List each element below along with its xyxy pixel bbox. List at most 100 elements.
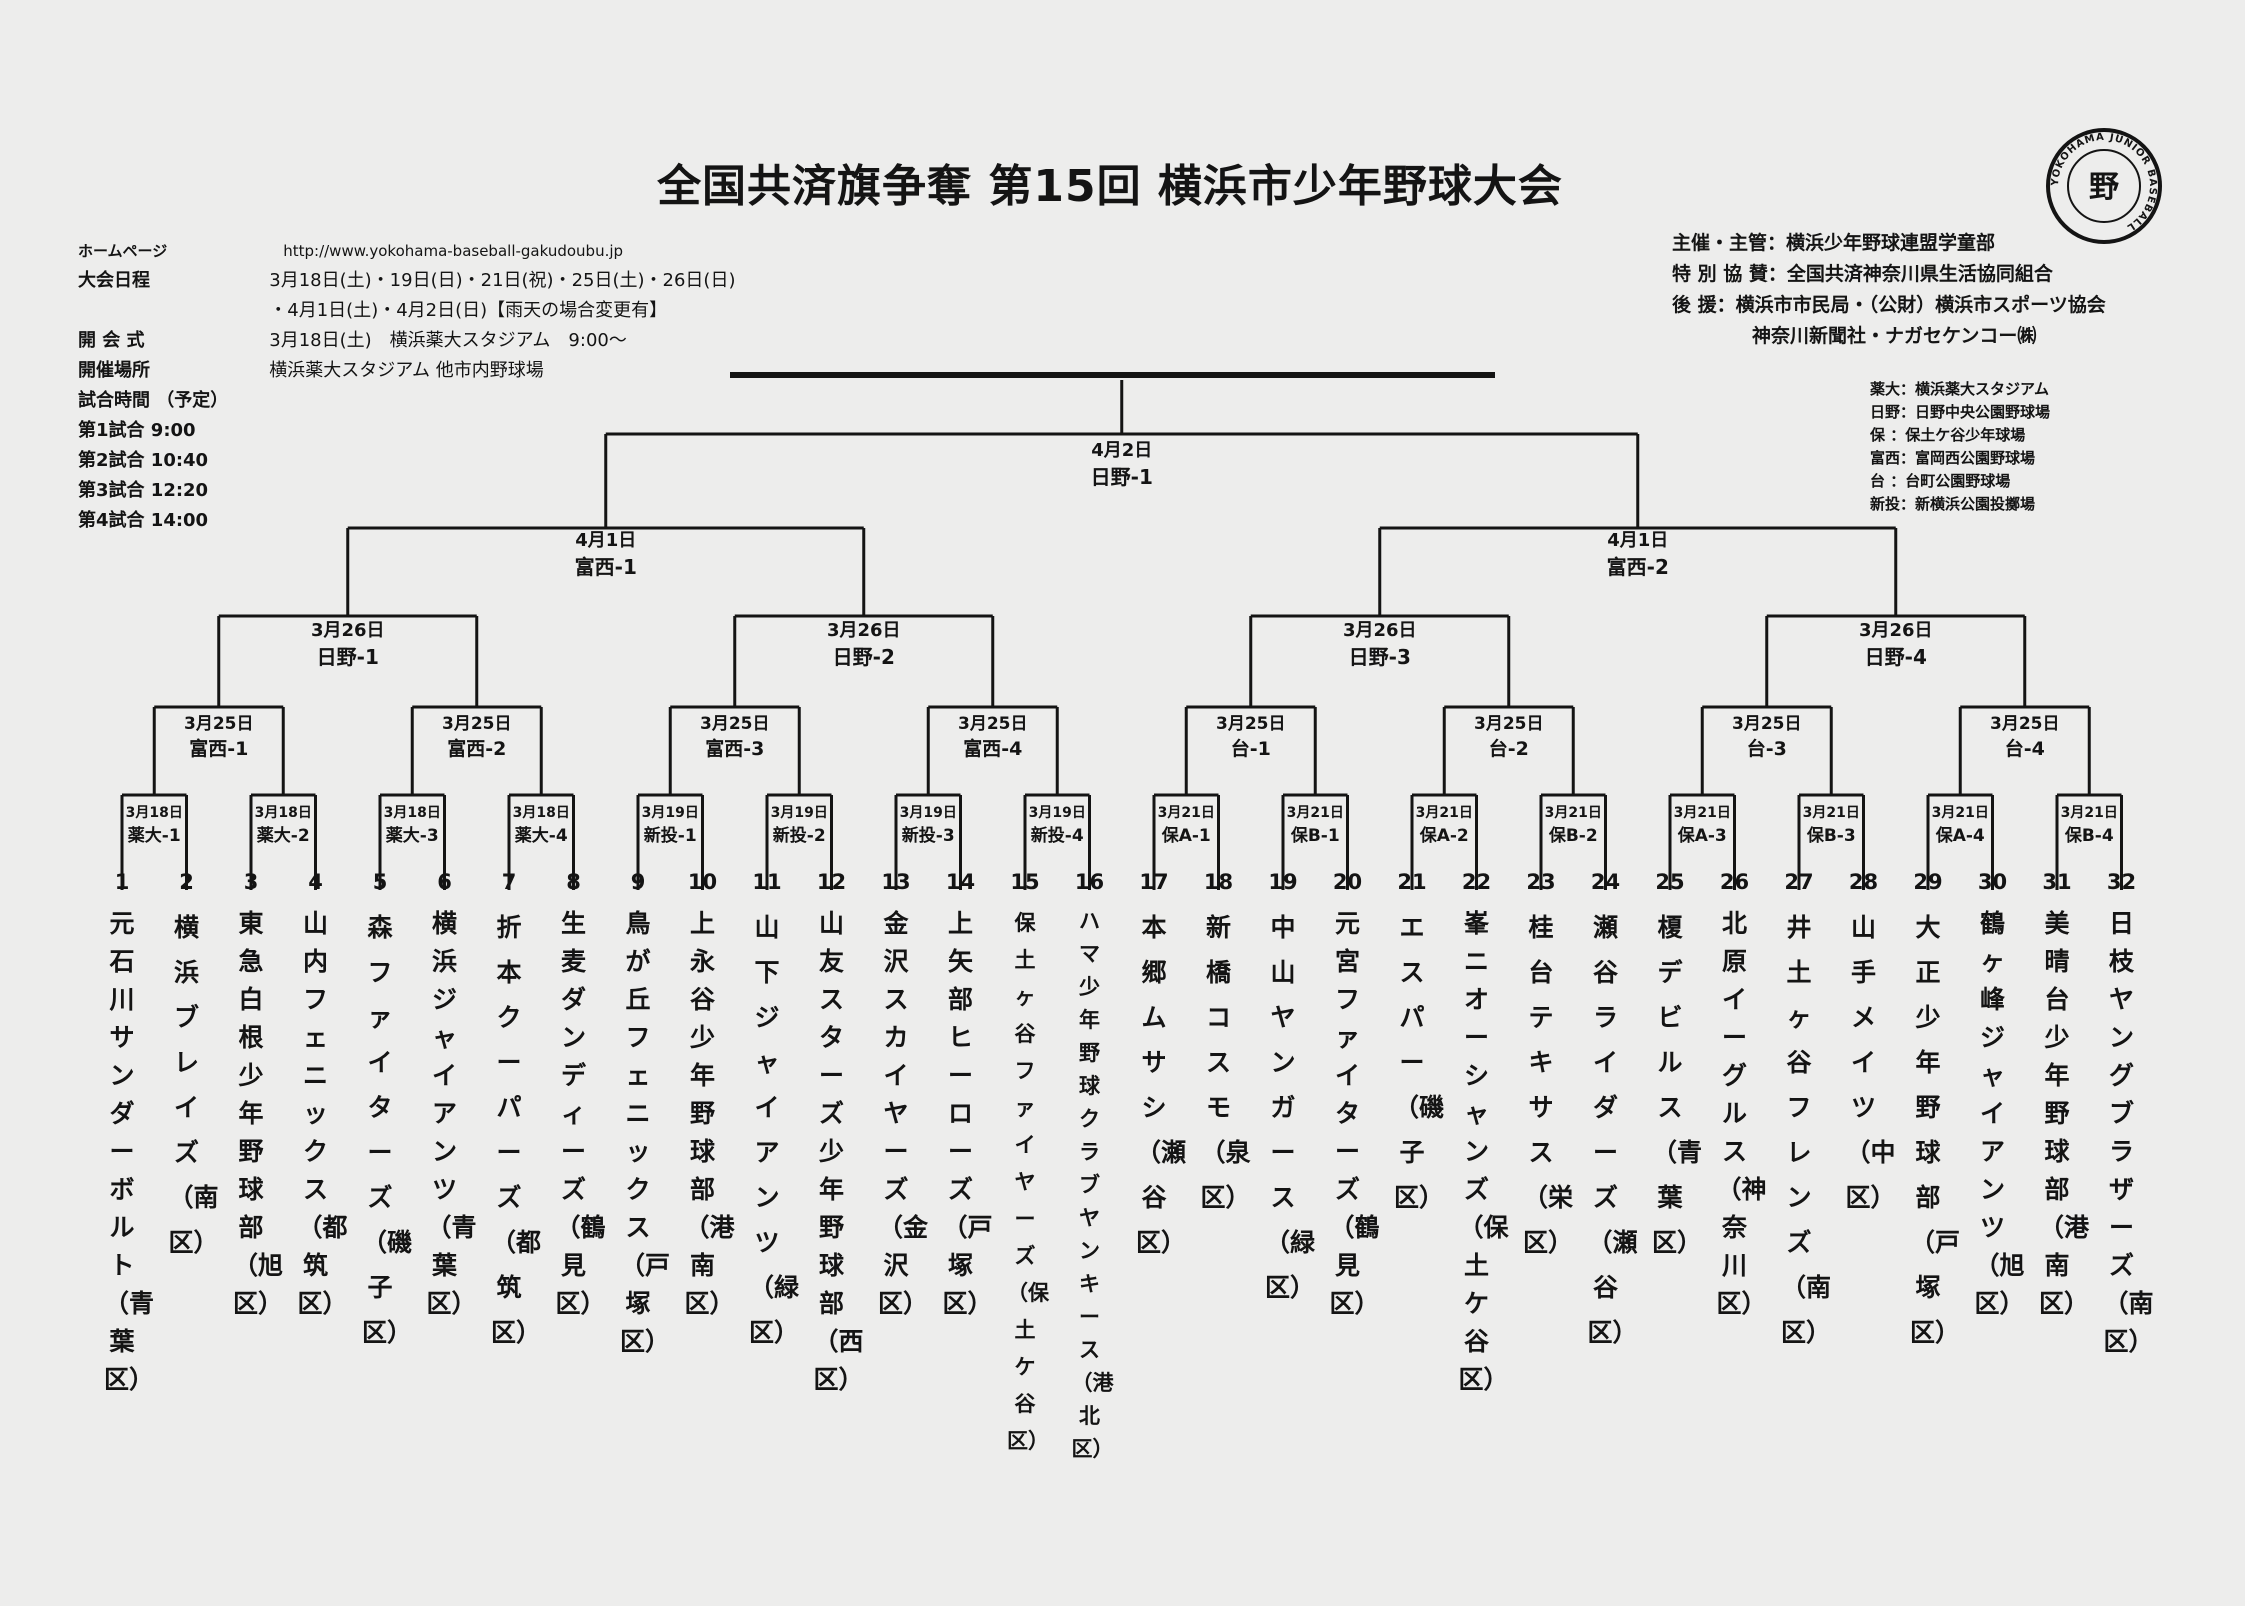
team-number: 21 [1397,870,1427,894]
venue-legend-item: 富西：富岡西公園野球場 [1870,449,2036,467]
match-venue: 台-2 [1489,737,1529,760]
logo-mark: 野 [2089,170,2119,205]
team-name: 日枝ヤングブラザーズ（南区） [2103,909,2154,1356]
venue-legend-item: 台 ：台町公園野球場 [1870,472,2011,490]
match-venue: 日野-1 [1091,465,1153,489]
match-venue: 保A-2 [1419,825,1469,846]
match-venue: 保A-1 [1161,825,1211,846]
team-name: 本郷ムサシ（瀬谷区） [1136,913,1187,1257]
homepage-url[interactable]: http://www.yokohama-baseball-gakudoubu.j… [283,242,624,260]
team-number: 8 [566,870,581,894]
match-venue: 新投-3 [902,825,955,846]
venue-legend-item: 日野：日野中央公園野球場 [1870,403,2051,421]
match-date: 4月1日 [1607,530,1668,551]
match-date: 3月25日 [958,714,1028,734]
team-name: 大正少年野球部（戸塚区） [1910,913,1961,1347]
match-date: 3月19日 [900,805,957,821]
match-venue: 保B-3 [1806,825,1856,846]
team-number: 16 [1074,870,1105,894]
team-name: 横浜ジャイアンツ（青葉区） [426,909,477,1318]
team-name: 中山ヤンガース（緑区） [1265,913,1316,1302]
venue-legend-item: 保 ：保土ケ谷少年球場 [1870,426,2026,444]
team-name: 折本クーパーズ（都筑区） [491,913,542,1347]
match-date: 3月21日 [1932,805,1989,821]
team-name: 保土ヶ谷ファイヤーズ（保土ケ谷区） [1007,911,1049,1453]
schedule-label: 大会日程 [78,270,150,291]
team-number: 26 [1719,870,1750,894]
team-number: 18 [1203,870,1234,894]
team-number: 22 [1461,870,1492,894]
team-number: 12 [816,870,847,894]
match-venue: 富西-4 [963,737,1022,760]
team-name: 元石川サンダーボルト（青葉区） [104,909,155,1394]
team-name: 生麦ダンディーズ（鶴見区） [555,909,606,1318]
team-name: エスパー（磯子区） [1394,913,1445,1212]
team-name: 鳥が丘フェニックス（戸塚区） [620,909,671,1356]
team-name: 山下ジャイアンツ（緑区） [749,913,800,1347]
team-name: 榎デビルス（青葉区） [1652,913,1703,1257]
venue-legend: 薬大：横浜薬大スタジアム 日野：日野中央公園野球場 保 ：保土ケ谷少年球場 富西… [1870,378,2050,516]
team-number: 13 [881,870,911,894]
match-venue: 薬大-2 [257,825,310,846]
match-date: 3月26日 [1859,620,1933,641]
match-date: 3月26日 [311,620,385,641]
team-name: 元宮ファイターズ（鶴見区） [1329,909,1380,1318]
opening-label: 開 会 式 [78,330,145,351]
match-date: 3月25日 [442,714,512,734]
team-number: 17 [1139,870,1169,894]
match-date: 3月25日 [1216,714,1286,734]
venue-value: 横浜薬大スタジアム 他市内野球場 [269,360,544,381]
match-venue: 日野-2 [833,645,895,669]
match-venue: 保A-3 [1677,825,1727,846]
time-label: 試合時間 （予定） [78,390,229,411]
match-venue: 薬大-1 [128,825,181,846]
team-name: 桂台テキサス（栄区） [1523,913,1574,1257]
match-date: 4月1日 [575,530,636,551]
team-number: 11 [752,870,782,894]
team-name: 井土ヶ谷フレンズ（南区） [1781,913,1832,1347]
team-name: 山友スターズ少年野球部（西区） [813,909,864,1394]
game4-time: 第4試合 14:00 [78,510,209,531]
match-date: 3月21日 [1674,805,1731,821]
page-title: 全国共済旗争奪 第15回 横浜市少年野球大会 [657,161,1563,212]
match-venue: 富西-2 [447,737,506,760]
team-name: 上矢部ヒーローズ（戸塚区） [942,909,993,1318]
schedule-line2: ・4月1日(土)・4月2日(日)【雨天の場合変更有】 [269,300,668,321]
host-line: 主催・主管：横浜少年野球連盟学童部 [1672,232,1996,254]
team-name: 新橋コスモ（泉区） [1200,913,1251,1212]
match-venue: 富西-2 [1607,555,1669,579]
match-date: 3月18日 [513,805,570,821]
match-venue: 富西-3 [705,737,764,760]
game1-time: 第1試合 9:00 [78,420,196,441]
team-number: 31 [2042,870,2072,894]
match-venue: 保B-4 [2064,825,2114,846]
team-number: 1 [114,870,130,894]
team-number: 3 [243,870,259,894]
match-date: 3月21日 [1287,805,1344,821]
match-date: 3月26日 [1343,620,1417,641]
team-name: 上永谷少年野球部（港南区） [684,909,735,1318]
team-number: 14 [945,870,976,894]
match-venue: 台-4 [2005,737,2045,760]
team-number: 2 [179,870,194,894]
team-name: 山手メイツ（中区） [1845,913,1896,1212]
match-venue: 保B-2 [1548,825,1598,846]
match-venue: 保A-4 [1935,825,1985,846]
team-number: 20 [1332,870,1363,894]
venue-label: 開催場所 [78,360,150,381]
game3-time: 第3試合 12:20 [78,480,209,501]
team-number: 10 [687,870,718,894]
tournament-info: ホームページ http://www.yokohama-baseball-gaku… [78,236,735,536]
match-date: 3月21日 [1803,805,1860,821]
team-number: 7 [501,870,517,894]
opening-value: 3月18日(土) 横浜薬大スタジアム 9:00～ [269,330,627,351]
venue-legend-item: 薬大：横浜薬大スタジアム [1870,380,2049,398]
team-number: 23 [1526,870,1556,894]
team-number: 19 [1268,870,1298,894]
team-name: 森ファイターズ（磯子区） [362,913,413,1347]
team-name: 東急白根少年野球部（旭区） [233,909,284,1318]
match-venue: 台-3 [1747,737,1787,760]
match-date: 3月25日 [1990,714,2060,734]
